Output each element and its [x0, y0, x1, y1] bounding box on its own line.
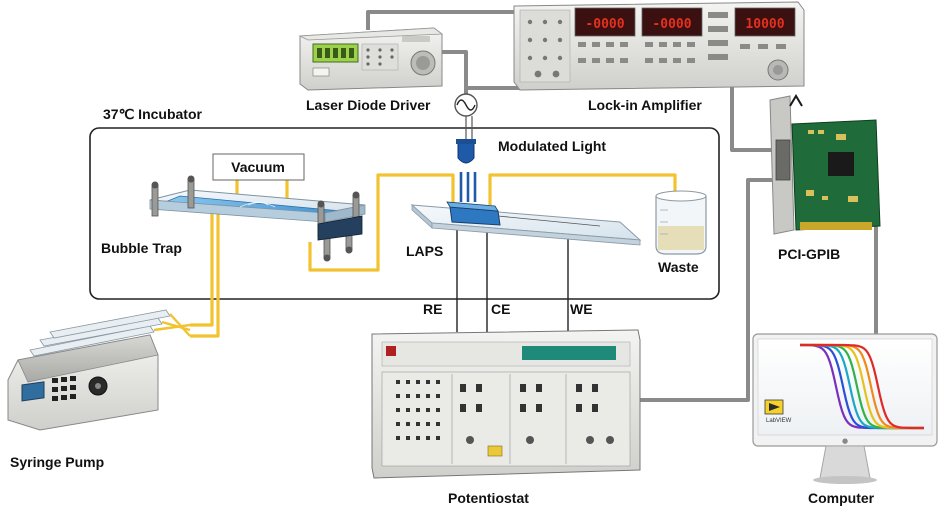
led-light-source — [456, 116, 477, 202]
pump-screen — [21, 381, 45, 402]
lock-in-amplifier: -0000 -0000 10000 — [513, 1, 805, 91]
apple-icon: ● — [842, 437, 848, 445]
label-ce: CE — [491, 301, 510, 317]
syringe-pump — [7, 309, 191, 431]
sigmoid-curve-7 — [800, 343, 924, 430]
label-computer: Computer — [808, 490, 875, 506]
incubator-box — [89, 127, 720, 300]
modulation-symbol — [454, 93, 478, 117]
laps-chip — [410, 201, 642, 246]
label-we: WE — [570, 301, 593, 317]
laser-diode-driver — [298, 27, 444, 91]
label-vacuum: Vacuum — [231, 159, 285, 175]
label-modulated-light: Modulated Light — [498, 138, 606, 154]
label-syringe-pump: Syringe Pump — [10, 454, 104, 470]
waste-beaker — [655, 190, 707, 255]
vacuum-box — [212, 153, 305, 181]
label-incubator: 37℃ Incubator — [103, 106, 203, 122]
label-lock-in: Lock-in Amplifier — [588, 97, 702, 113]
bubble-trap — [149, 153, 366, 262]
lockin-display-2: -0000 — [652, 17, 691, 32]
cable-driver-to-lockin — [366, 10, 519, 30]
computer: LabVIEW ● — [752, 333, 938, 484]
tube-pump-to-trap — [178, 206, 214, 327]
lockin-display-3: 10000 — [745, 17, 784, 32]
tube-trap-to-laps — [308, 173, 455, 272]
cable-lockin-to-gpib — [730, 86, 782, 152]
label-laser-driver: Laser Diode Driver — [306, 97, 431, 113]
tube-pump-to-trap-b — [190, 212, 220, 338]
label-re: RE — [423, 301, 442, 317]
potentiostat — [371, 329, 641, 479]
pci-gpib-card — [769, 94, 881, 235]
labview-text: LabVIEW — [766, 418, 792, 424]
cable-gpib-to-potentiostat — [640, 178, 782, 402]
label-laps: LAPS — [406, 243, 443, 259]
label-bubble-trap: Bubble Trap — [101, 240, 182, 256]
label-pci-gpib: PCI-GPIB — [778, 246, 840, 262]
label-potentiostat: Potentiostat — [448, 490, 529, 506]
lockin-display-1: -0000 — [585, 17, 624, 32]
sigmoid-curves — [800, 343, 924, 430]
syringes — [29, 309, 191, 357]
label-waste: Waste — [658, 259, 699, 275]
